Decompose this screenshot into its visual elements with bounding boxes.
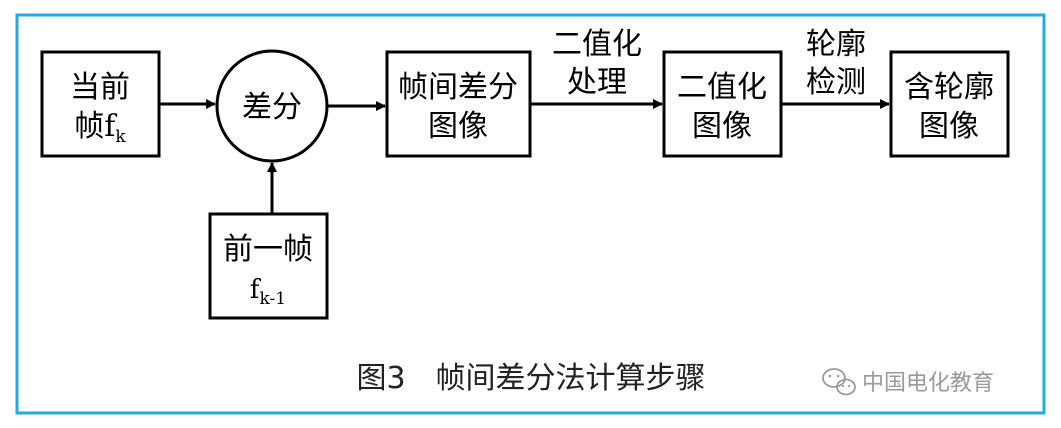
current-frame-box [40,50,161,158]
watermark: 中国电化教育 [822,368,994,396]
previous-frame-label-line1: 前一帧 [223,232,313,267]
diff-image-label-line2: 图像 [428,109,488,144]
previous-frame-box [208,212,329,320]
binarization-label-line1: 二值化 [552,27,642,62]
contour-detection-edge-label: 轮廓 检测 [806,27,866,100]
binarization-edge-label: 二值化 处理 [552,27,642,100]
wechat-icon [822,368,856,396]
previous-frame-label-line2: fk-1 [250,275,286,309]
binary-image-label-line2: 图像 [692,109,752,144]
current-frame-label-line1: 当前 [70,70,130,105]
diff-image-node: 帧间差分 图像 [385,50,532,158]
figure-frame [15,13,1046,415]
contour-image-label-line1: 含轮廓 [904,70,994,105]
figure-caption: 图3 帧间差分法计算步骤 [356,361,705,396]
diff-image-label-line1: 帧间差分 [398,70,518,105]
contour-image-box [889,50,1010,158]
binary-image-box [662,50,783,158]
contour-image-label-line2: 图像 [919,109,979,144]
contour-detection-label-line1: 轮廓 [806,27,866,62]
contour-image-node: 含轮廓 图像 [889,50,1010,158]
difference-label: 差分 [242,90,302,125]
current-frame-node: 当前 帧fk [40,50,161,158]
watermark-text: 中国电化教育 [862,371,994,396]
difference-node: 差分 [215,49,329,163]
current-frame-label-line2: 帧fk [74,109,126,147]
binarization-label-line2: 处理 [567,65,627,100]
binary-image-node: 二值化 图像 [662,50,783,158]
previous-frame-node: 前一帧 fk-1 [208,212,329,320]
binary-image-label-line1: 二值化 [677,70,767,105]
contour-detection-label-line2: 检测 [806,65,866,100]
